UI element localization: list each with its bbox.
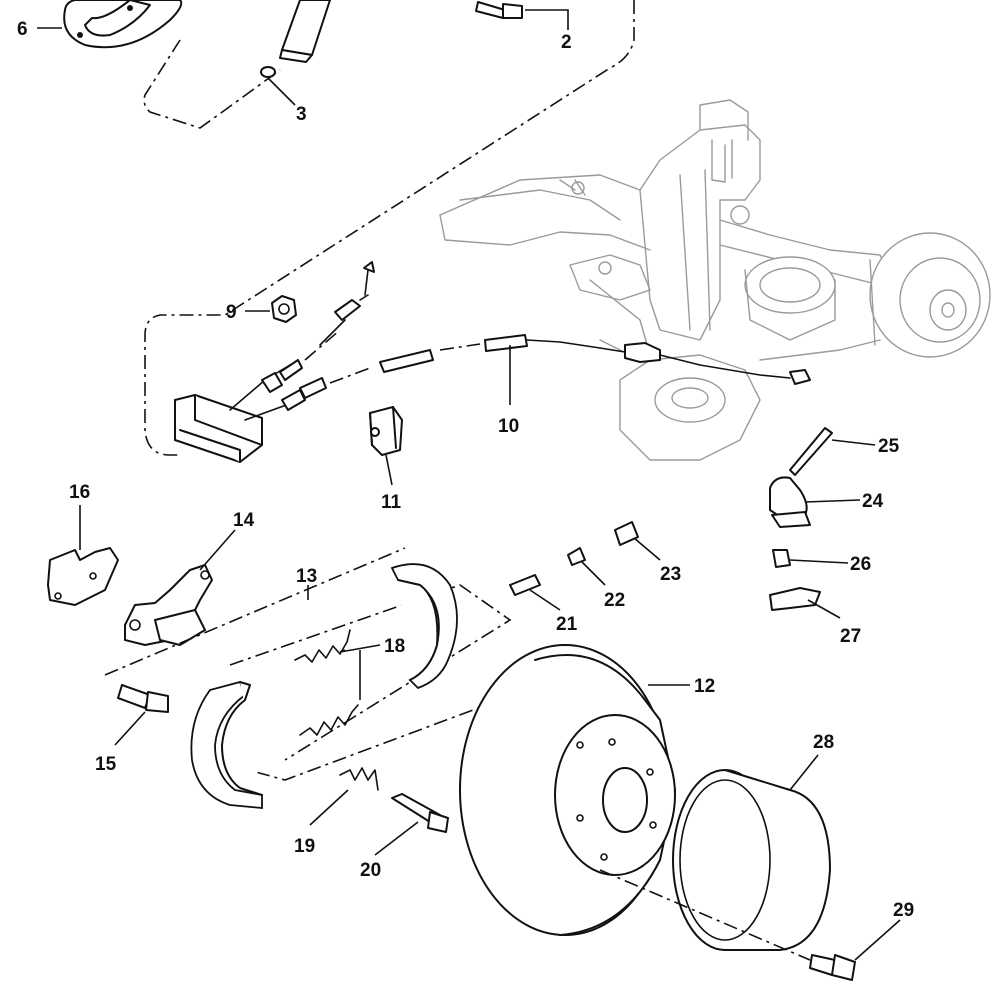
brake-disc-part-12 — [459, 644, 676, 936]
adjuster-lever-set — [769, 427, 833, 611]
callout-6: 6 — [17, 19, 28, 40]
callout-26: 26 — [850, 554, 871, 575]
callout-27: 27 — [840, 626, 861, 647]
callout-labels: 6 2 3 9 10 11 12 13 14 15 16 18 19 20 21… — [17, 19, 914, 921]
callout-16: 16 — [69, 482, 90, 503]
handbrake-cable-assembly — [174, 261, 811, 463]
callout-20: 20 — [360, 860, 381, 881]
adjuster-part-21 — [509, 574, 541, 596]
callout-3: 3 — [296, 104, 307, 125]
callout-25: 25 — [878, 436, 900, 457]
nut-part-9 — [271, 295, 297, 323]
pin-part-20 — [391, 793, 449, 833]
backing-plate-part-16 — [47, 547, 119, 606]
callout-15: 15 — [95, 754, 117, 775]
callout-12: 12 — [694, 676, 715, 697]
parking-lever-shaft — [279, 0, 331, 63]
callout-9: 9 — [226, 302, 237, 323]
spring-part-19 — [339, 767, 379, 791]
leader-lines — [37, 9, 901, 961]
top-group-outline — [143, 0, 635, 456]
callout-23: 23 — [660, 564, 681, 585]
callout-11: 11 — [381, 492, 402, 513]
adjuster-part-23 — [614, 521, 639, 546]
screw-part-29 — [599, 869, 856, 981]
callout-19: 19 — [294, 836, 315, 857]
clip-part-3 — [260, 66, 276, 78]
brake-shoe-right — [390, 563, 458, 690]
callout-22: 22 — [604, 590, 625, 611]
rear-suspension-ghost — [439, 99, 991, 461]
anchor-plate-part-14 — [124, 564, 213, 646]
adjuster-part-22 — [567, 547, 586, 566]
lever-gaiter-plate — [63, 0, 183, 49]
callout-10: 10 — [498, 416, 519, 437]
brake-drum-part-28 — [672, 769, 831, 951]
callout-13: 13 — [296, 566, 317, 587]
callout-29: 29 — [893, 900, 914, 921]
callout-18: 18 — [384, 636, 405, 657]
callout-14: 14 — [233, 510, 255, 531]
callout-24: 24 — [862, 491, 884, 512]
bolt-part-2 — [475, 1, 523, 19]
brake-shoe-left — [190, 680, 263, 809]
return-springs-part-18 — [294, 629, 359, 736]
bolt-part-15 — [117, 684, 169, 713]
callout-2: 2 — [561, 32, 572, 53]
callout-28: 28 — [813, 732, 834, 753]
callout-21: 21 — [556, 614, 578, 635]
